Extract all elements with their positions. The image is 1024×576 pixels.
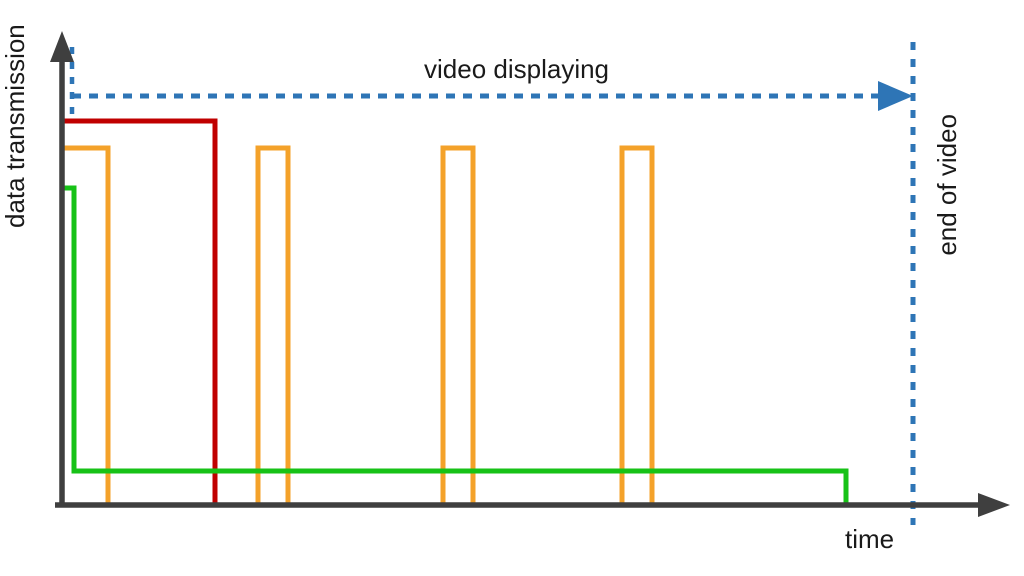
x-axis-arrowhead — [978, 493, 1010, 517]
annotation-label-video-displaying: video displaying — [424, 54, 610, 84]
x-axis-label: time — [845, 524, 895, 554]
video-span-arrowhead — [878, 81, 913, 111]
series-green-constant-stream — [62, 185, 849, 505]
series-orange-chunked-pulses — [62, 145, 655, 508]
y-axis-label: data transmission — [0, 24, 30, 228]
series-red-progressive-download — [62, 118, 218, 505]
annotation-label-end-of-video: end of video — [932, 114, 962, 256]
y-axis-arrowhead — [50, 31, 74, 62]
